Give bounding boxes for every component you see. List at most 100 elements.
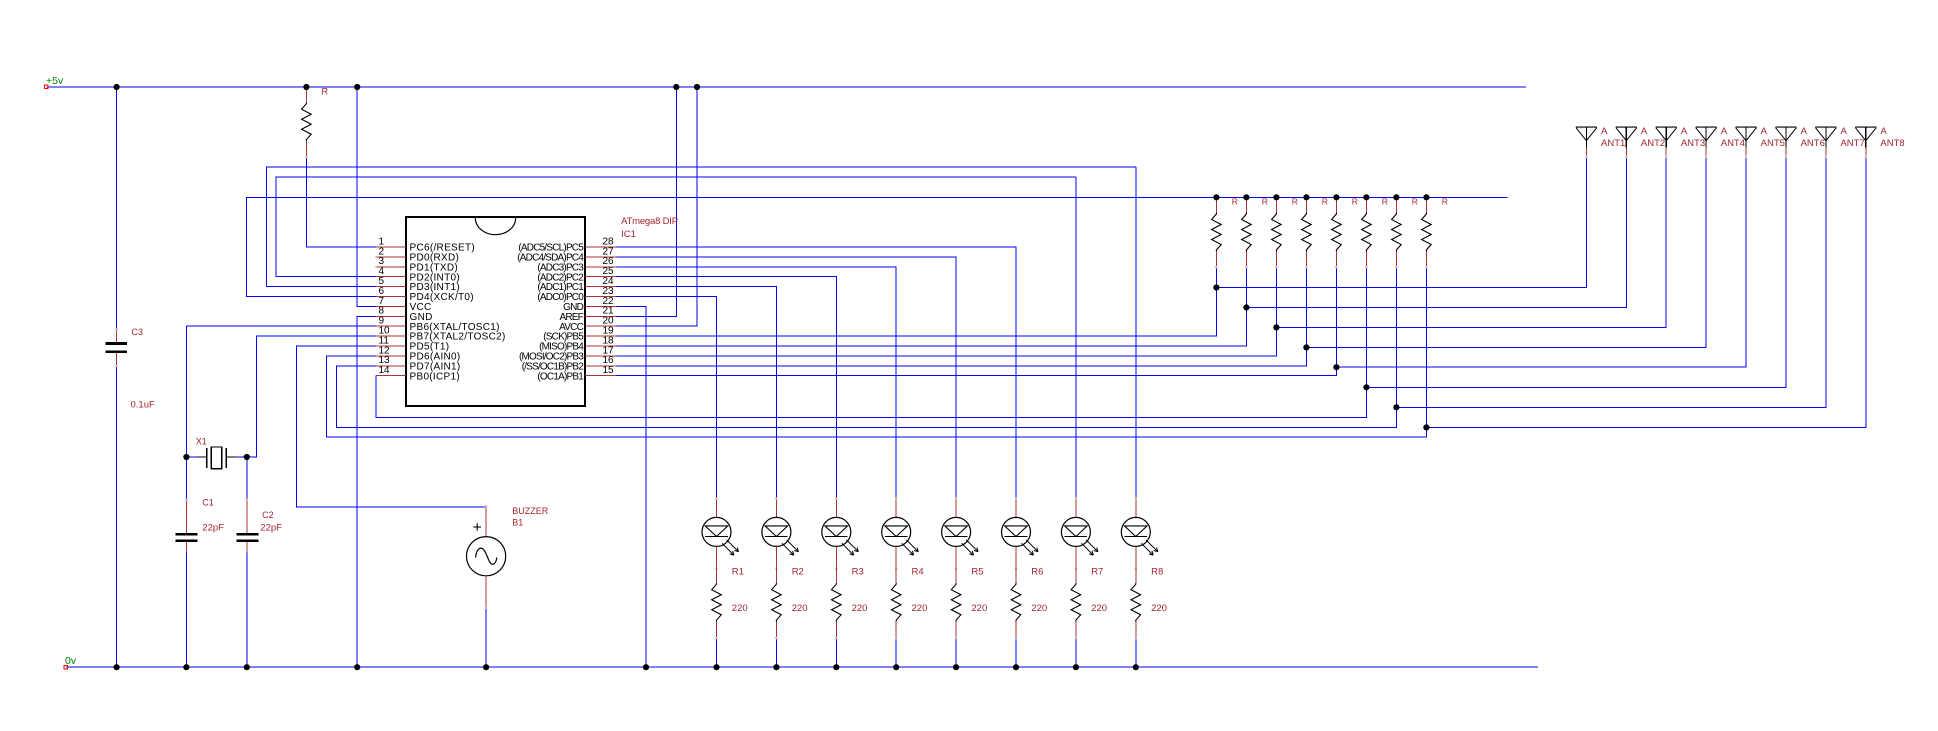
svg-text:X1: X1 bbox=[196, 436, 207, 446]
svg-text:GND: GND bbox=[410, 312, 433, 323]
svg-text:PD6(AIN0): PD6(AIN0) bbox=[410, 352, 461, 363]
svg-text:22pF: 22pF bbox=[202, 523, 224, 534]
svg-text:220: 220 bbox=[732, 603, 748, 614]
svg-text:ANT5: ANT5 bbox=[1761, 138, 1785, 149]
svg-text:7: 7 bbox=[379, 296, 385, 307]
svg-text:R2: R2 bbox=[792, 567, 804, 578]
svg-text:R: R bbox=[1232, 197, 1238, 207]
svg-text:(ADC2)PC2: (ADC2)PC2 bbox=[537, 272, 584, 283]
svg-text:220: 220 bbox=[792, 603, 808, 614]
svg-text:A: A bbox=[1681, 126, 1688, 137]
svg-text:220: 220 bbox=[912, 603, 928, 614]
svg-text:(ADC0)PC0: (ADC0)PC0 bbox=[537, 292, 584, 303]
svg-text:(ADC5/SCL)PC5: (ADC5/SCL)PC5 bbox=[518, 243, 584, 254]
svg-text:14: 14 bbox=[379, 365, 391, 376]
svg-text:ANT6: ANT6 bbox=[1801, 138, 1825, 149]
svg-text:(MOSI/OC2)PB3: (MOSI/OC2)PB3 bbox=[519, 352, 584, 363]
svg-text:8: 8 bbox=[379, 306, 385, 317]
svg-text:(ADC4/SDA)PC4: (ADC4/SDA)PC4 bbox=[517, 253, 584, 264]
svg-text:220: 220 bbox=[971, 603, 987, 614]
svg-text:17: 17 bbox=[603, 345, 615, 356]
svg-text:2: 2 bbox=[379, 246, 385, 257]
svg-text:C1: C1 bbox=[202, 497, 214, 507]
svg-text:ANT1: ANT1 bbox=[1601, 138, 1625, 149]
svg-text:ANT3: ANT3 bbox=[1681, 138, 1705, 149]
svg-text:(OC1A)PB1: (OC1A)PB1 bbox=[537, 371, 584, 382]
svg-text:A: A bbox=[1880, 126, 1887, 137]
svg-text:PD3(INT1): PD3(INT1) bbox=[410, 282, 460, 293]
svg-text:PB7(XTAL2/TOSC2): PB7(XTAL2/TOSC2) bbox=[410, 332, 506, 343]
svg-text:25: 25 bbox=[603, 266, 615, 277]
svg-text:ANT2: ANT2 bbox=[1641, 138, 1665, 149]
svg-text:R: R bbox=[1292, 197, 1298, 207]
svg-text:220: 220 bbox=[852, 603, 868, 614]
svg-text:(ADC1)PC1: (ADC1)PC1 bbox=[537, 282, 584, 293]
svg-text:4: 4 bbox=[379, 266, 385, 277]
svg-text:PC6(/RESET): PC6(/RESET) bbox=[410, 243, 476, 254]
svg-text:9: 9 bbox=[379, 316, 385, 327]
svg-text:B1: B1 bbox=[512, 518, 523, 528]
svg-text:22: 22 bbox=[603, 296, 615, 307]
svg-text:13: 13 bbox=[379, 355, 391, 366]
svg-text:24: 24 bbox=[603, 276, 615, 287]
svg-text:(SCK)PB5: (SCK)PB5 bbox=[543, 332, 584, 343]
svg-text:PD5(T1): PD5(T1) bbox=[410, 342, 450, 353]
svg-text:18: 18 bbox=[603, 335, 615, 346]
svg-text:ANT8: ANT8 bbox=[1880, 138, 1904, 149]
svg-text:R: R bbox=[322, 87, 329, 97]
svg-text:R7: R7 bbox=[1091, 567, 1103, 578]
svg-text:11: 11 bbox=[379, 335, 390, 346]
svg-text:0v: 0v bbox=[65, 655, 77, 667]
svg-text:22pF: 22pF bbox=[260, 523, 282, 534]
svg-text:ANT4: ANT4 bbox=[1721, 138, 1745, 149]
svg-text:6: 6 bbox=[379, 286, 385, 297]
svg-text:BUZZER: BUZZER bbox=[512, 506, 549, 516]
svg-text:28: 28 bbox=[603, 236, 615, 247]
svg-text:(/SS/OC1B)PB2: (/SS/OC1B)PB2 bbox=[522, 361, 585, 372]
svg-text:R3: R3 bbox=[852, 567, 864, 578]
svg-text:A: A bbox=[1840, 126, 1847, 137]
svg-text:16: 16 bbox=[603, 355, 615, 366]
svg-text:+5v: +5v bbox=[46, 75, 64, 87]
svg-text:R: R bbox=[1352, 197, 1358, 207]
svg-text:PD7(AIN1): PD7(AIN1) bbox=[410, 361, 461, 372]
svg-text:21: 21 bbox=[603, 306, 615, 317]
svg-text:R: R bbox=[1412, 197, 1418, 207]
svg-text:10: 10 bbox=[379, 326, 391, 337]
svg-text:R6: R6 bbox=[1031, 567, 1043, 578]
svg-text:(ADC3)PC3: (ADC3)PC3 bbox=[537, 262, 584, 273]
svg-text:A: A bbox=[1761, 126, 1768, 137]
svg-text:15: 15 bbox=[603, 365, 615, 376]
svg-text:ATmega8 DIP: ATmega8 DIP bbox=[621, 216, 678, 227]
svg-text:220: 220 bbox=[1151, 603, 1167, 614]
svg-text:26: 26 bbox=[603, 256, 615, 267]
svg-text:R1: R1 bbox=[732, 567, 744, 578]
svg-text:C3: C3 bbox=[132, 327, 144, 337]
svg-text:PD1(TXD): PD1(TXD) bbox=[410, 262, 459, 273]
svg-text:R4: R4 bbox=[912, 567, 924, 578]
svg-text:A: A bbox=[1801, 126, 1808, 137]
svg-text:20: 20 bbox=[603, 316, 615, 327]
svg-text:3: 3 bbox=[379, 256, 385, 267]
svg-text:19: 19 bbox=[603, 326, 615, 337]
svg-text:220: 220 bbox=[1031, 603, 1047, 614]
svg-text:GND: GND bbox=[563, 302, 583, 313]
svg-text:R8: R8 bbox=[1151, 567, 1163, 578]
svg-text:PB6(XTAL/TOSC1): PB6(XTAL/TOSC1) bbox=[410, 322, 500, 333]
svg-text:ANT7: ANT7 bbox=[1840, 138, 1864, 149]
svg-text:R5: R5 bbox=[971, 567, 983, 578]
svg-text:220: 220 bbox=[1091, 603, 1107, 614]
svg-text:12: 12 bbox=[379, 345, 391, 356]
svg-text:C2: C2 bbox=[262, 510, 274, 520]
svg-text:PD2(INT0): PD2(INT0) bbox=[410, 272, 460, 283]
svg-text:R: R bbox=[1382, 197, 1388, 207]
svg-text:PD0(RXD): PD0(RXD) bbox=[410, 253, 460, 264]
svg-text:23: 23 bbox=[603, 286, 615, 297]
svg-text:AVCC: AVCC bbox=[559, 322, 583, 333]
svg-text:IC1: IC1 bbox=[621, 229, 636, 240]
svg-text:VCC: VCC bbox=[410, 302, 432, 313]
svg-text:R: R bbox=[1442, 197, 1448, 207]
svg-text:27: 27 bbox=[603, 246, 615, 257]
svg-text:0.1uF: 0.1uF bbox=[131, 400, 155, 411]
svg-text:(MISO)PB4: (MISO)PB4 bbox=[539, 342, 584, 353]
